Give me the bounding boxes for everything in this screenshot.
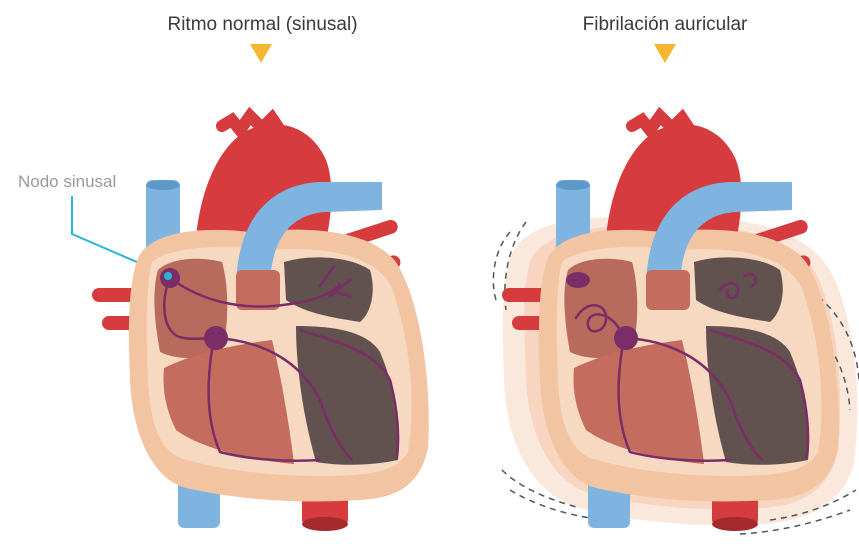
fibrillation-heart-illustration [410,0,859,544]
atrial-septum [236,270,280,310]
sinus-node [566,272,590,288]
normal-heart-illustration [0,0,440,544]
sinus-node-callout-dot [164,272,172,280]
atrioventricular-node [614,326,638,350]
atrioventricular-node [204,326,228,350]
